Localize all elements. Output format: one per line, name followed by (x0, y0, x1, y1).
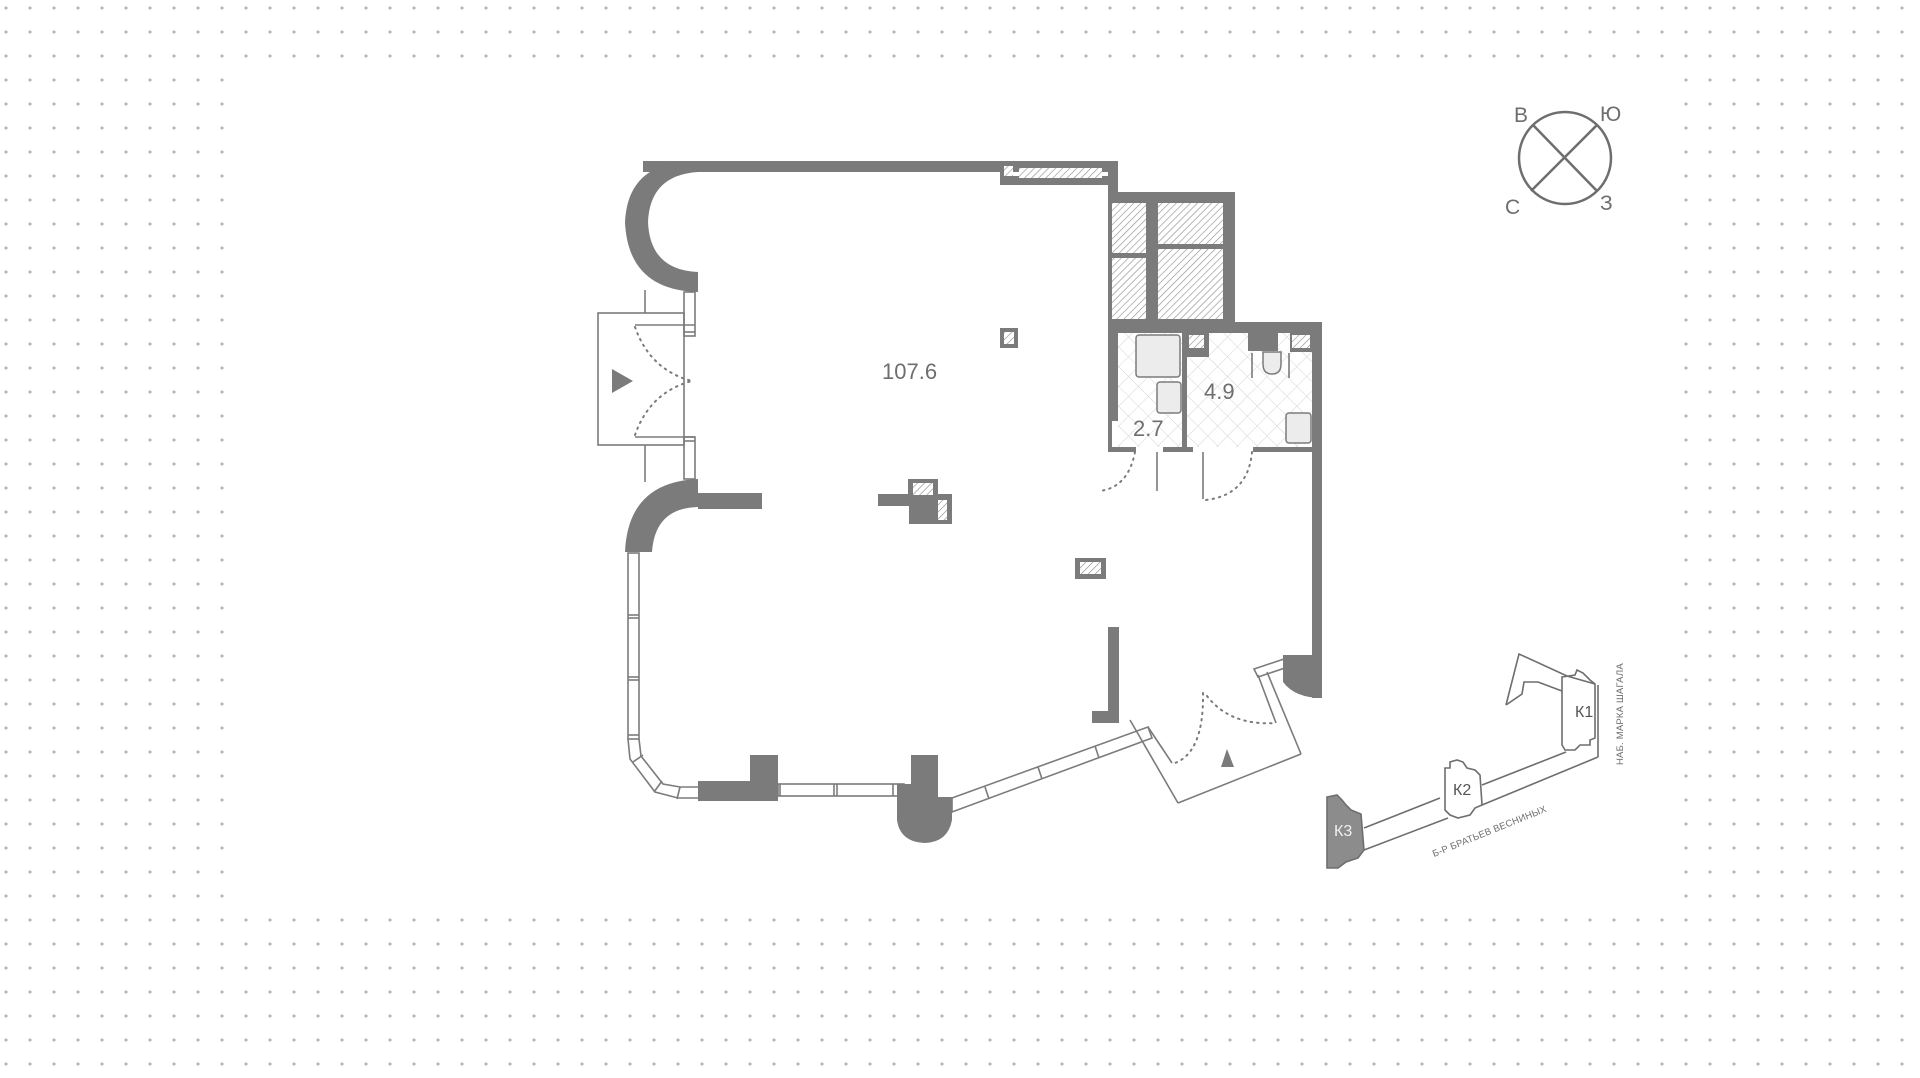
entrance-arrow-icon (1221, 749, 1234, 767)
street-label-embankment: НАБ. МАРКА ШАГАЛА (1615, 663, 1626, 765)
building-k3-label: К3 (1334, 823, 1352, 840)
bathroom-block (1098, 322, 1322, 698)
site-map (1326, 652, 1599, 869)
compass-label-east: В (1514, 104, 1528, 127)
entrance-arrow-icon (612, 369, 633, 393)
compass-label-west: З (1600, 192, 1613, 215)
plan-canvas (234, 68, 1684, 907)
street-label-boulevard: Б-Р БРАТЬЕВ ВЕСНИНЫХ (1431, 804, 1549, 860)
storage-block (1108, 192, 1235, 332)
building-k1 (1561, 668, 1596, 751)
column-cluster (878, 479, 952, 524)
bathtub (1135, 334, 1181, 378)
entrance-south (1129, 655, 1322, 804)
building-k1-label: К1 (1575, 704, 1593, 721)
compass-label-south: Ю (1600, 103, 1621, 126)
main-hall-walls (597, 160, 1154, 843)
window-south (777, 783, 905, 797)
compass-icon: В Ю С З (1505, 103, 1621, 219)
compass-label-north: С (1505, 196, 1520, 219)
window-southeast (951, 725, 1154, 814)
room-area-bathroom-small: 2.7 (1133, 416, 1164, 441)
building-k3 (1326, 794, 1365, 869)
sink (1156, 381, 1182, 414)
toilet (1262, 351, 1282, 375)
sink (1285, 412, 1312, 444)
building-k2 (1444, 759, 1483, 819)
room-area-bathroom-large: 4.9 (1204, 379, 1235, 404)
room-area-main-hall: 107.6 (882, 359, 937, 384)
window-west (627, 552, 698, 800)
building-k2-label: К2 (1453, 782, 1471, 799)
